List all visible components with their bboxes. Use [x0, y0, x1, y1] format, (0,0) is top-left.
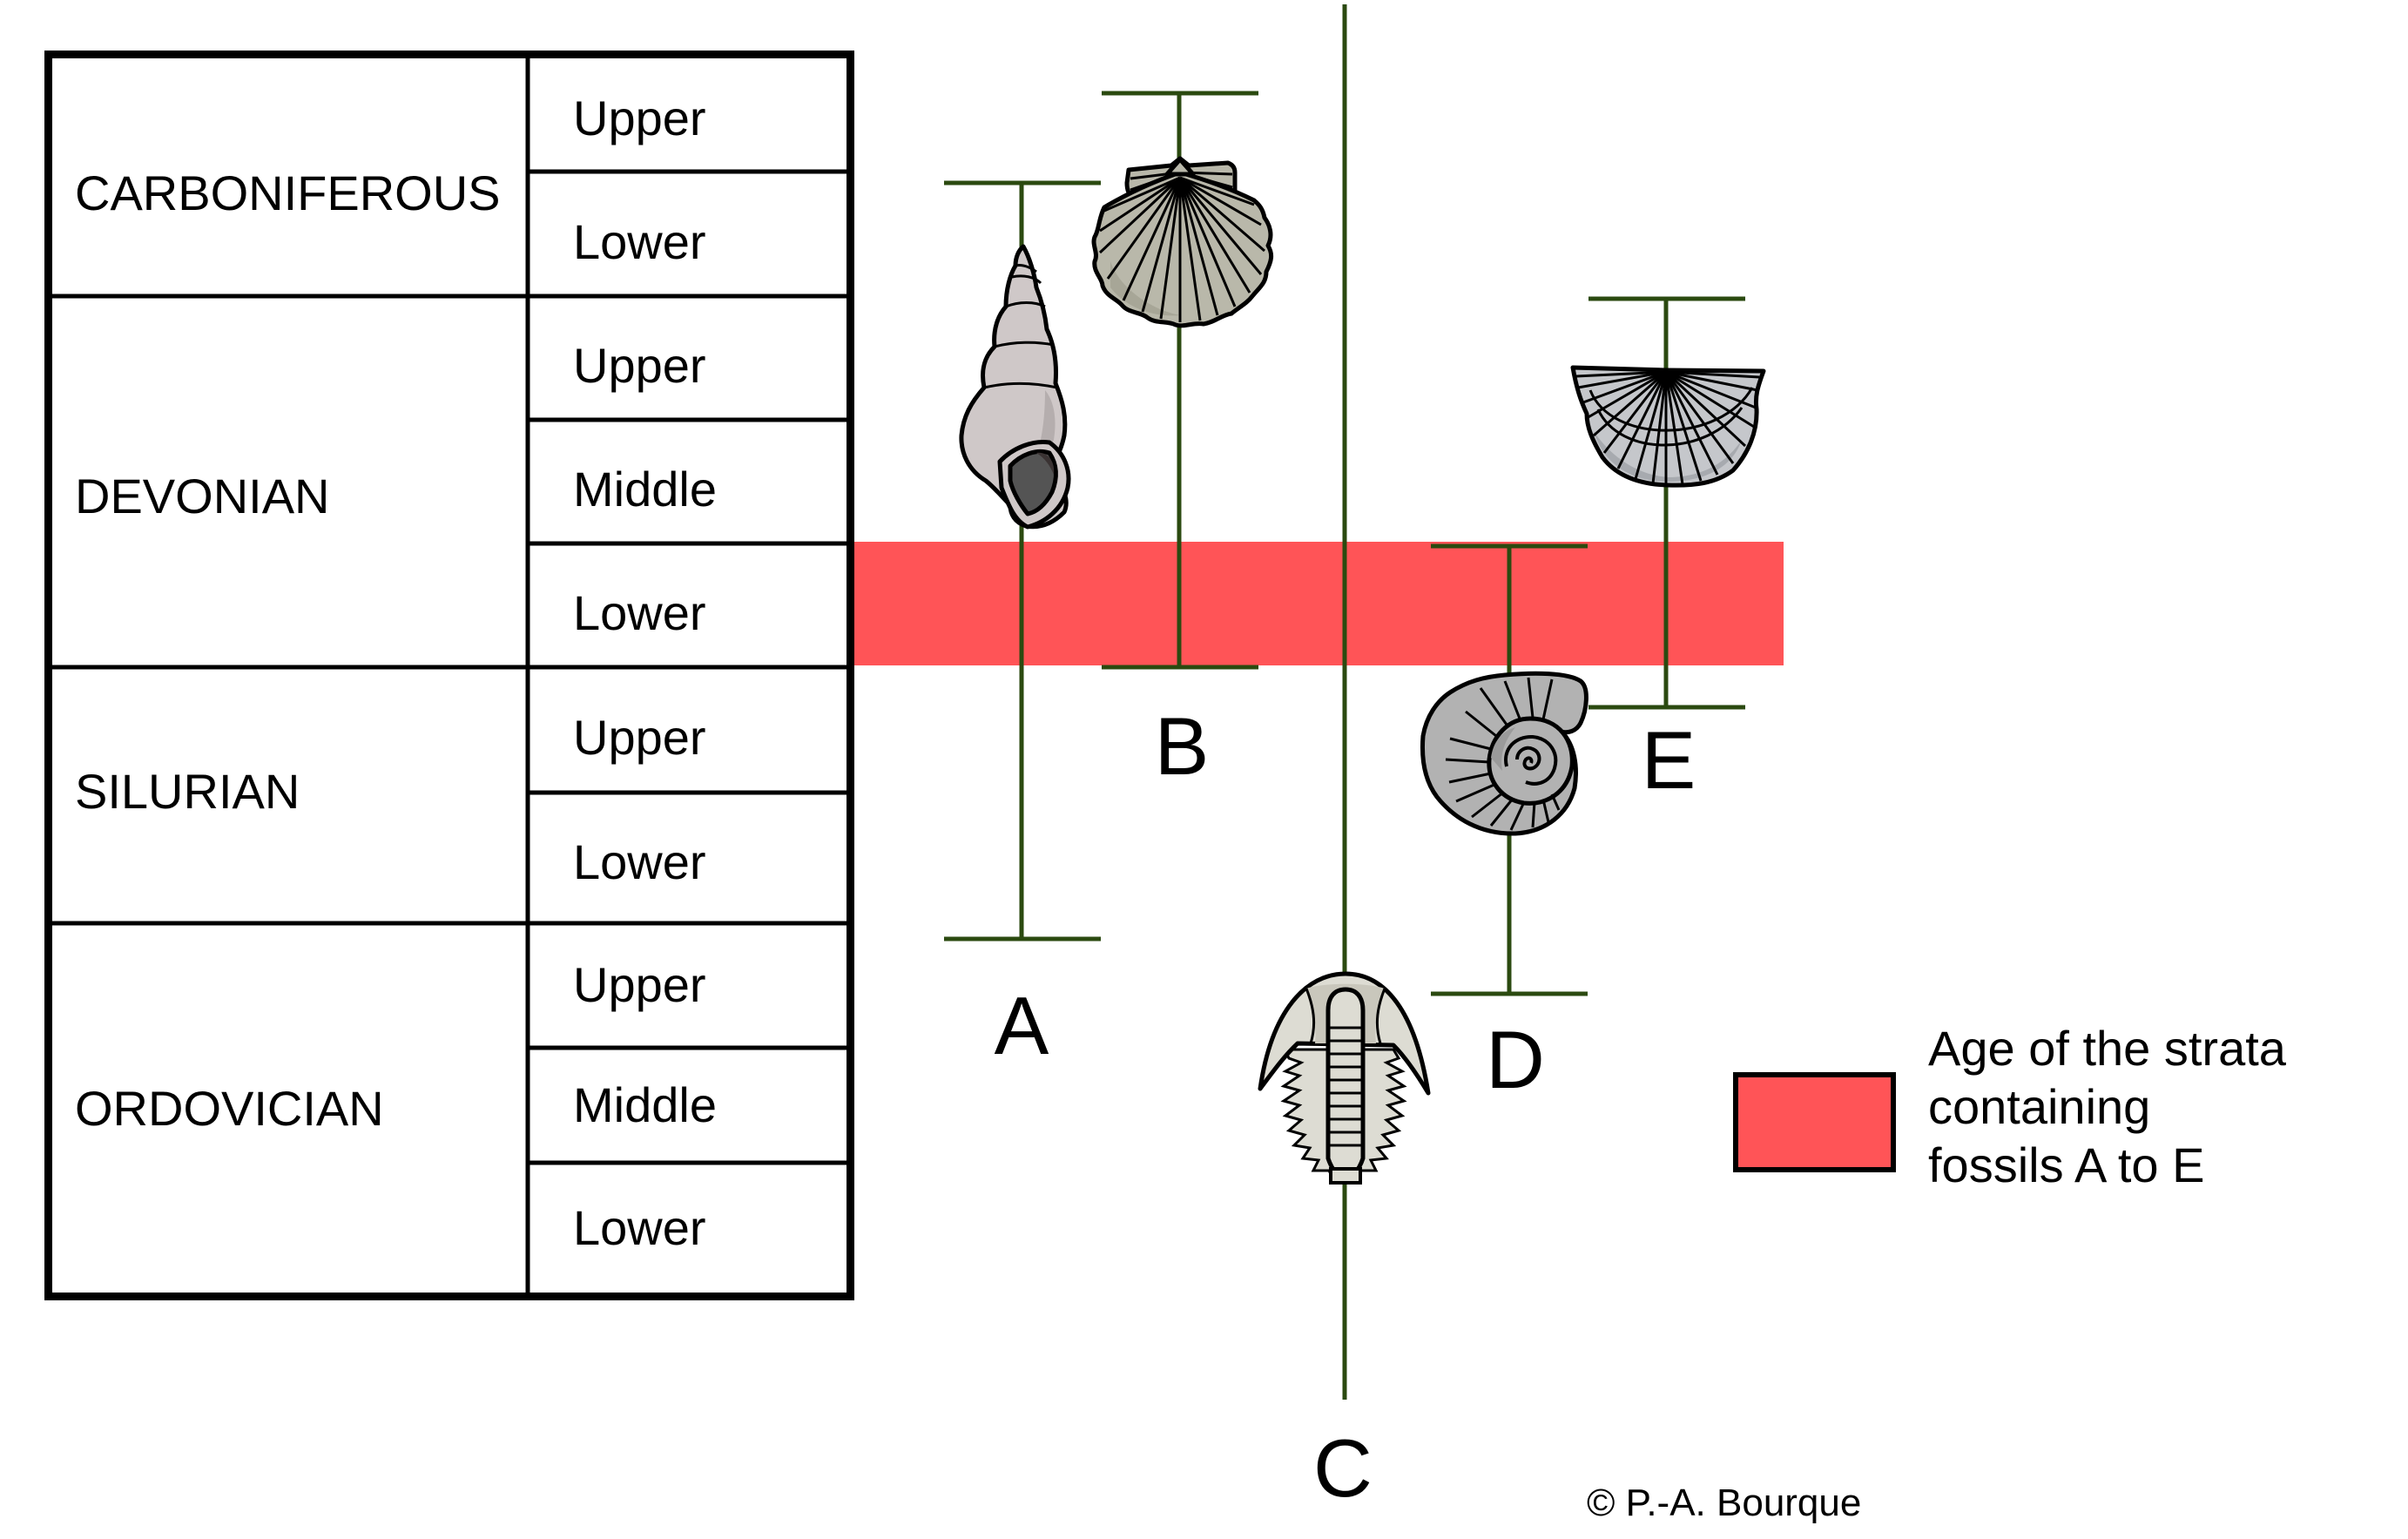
period-label-carboniferous: CARBONIFEROUS — [75, 165, 501, 220]
trilobite-icon — [1258, 971, 1431, 1185]
fossil-label-d: D — [1486, 1014, 1545, 1105]
stage-label: Lower — [573, 834, 706, 889]
gastropod-icon — [959, 244, 1071, 530]
brachiopod-icon — [1570, 365, 1766, 488]
stage-label: Middle — [573, 462, 717, 516]
period-label-ordovician: ORDOVICIAN — [75, 1081, 384, 1136]
legend-text-line-1: Age of the strata — [1928, 1021, 2287, 1076]
stage-label: Upper — [573, 91, 706, 145]
fossil-label-c: C — [1313, 1422, 1373, 1514]
stage-label: Upper — [573, 710, 706, 765]
range-bars — [944, 4, 1745, 1400]
legend-text-line-3: fossils A to E — [1928, 1137, 2205, 1192]
stage-label: Lower — [573, 1200, 706, 1255]
fossil-label-a: A — [995, 980, 1049, 1071]
ammonite-icon — [1420, 671, 1588, 836]
scallop-bivalve-icon — [1091, 156, 1274, 328]
table-border — [44, 51, 854, 1300]
stage-label: Middle — [573, 1077, 717, 1132]
legend-swatch — [1733, 1072, 1896, 1172]
stratigraphic-table: CARBONIFEROUS DEVONIAN SILURIAN ORDOVICI… — [44, 51, 854, 1300]
period-label-silurian: SILURIAN — [75, 764, 300, 819]
stage-label: Lower — [573, 585, 706, 640]
stage-label: Upper — [573, 957, 706, 1012]
period-label-devonian: DEVONIAN — [75, 469, 330, 523]
fossil-label-b: B — [1155, 700, 1210, 792]
stage-label: Lower — [573, 214, 706, 269]
highlighted-interval-band — [854, 542, 1784, 665]
fossil-label-e: E — [1642, 714, 1696, 806]
stage-label: Upper — [573, 338, 706, 393]
copyright-credit: © P.-A. Bourque — [1587, 1482, 1861, 1524]
legend-text-line-2: containing — [1928, 1079, 2150, 1134]
legend: Age of the strata containing fossils A t… — [1733, 1021, 2287, 1192]
range-bar-e — [1588, 296, 1745, 710]
